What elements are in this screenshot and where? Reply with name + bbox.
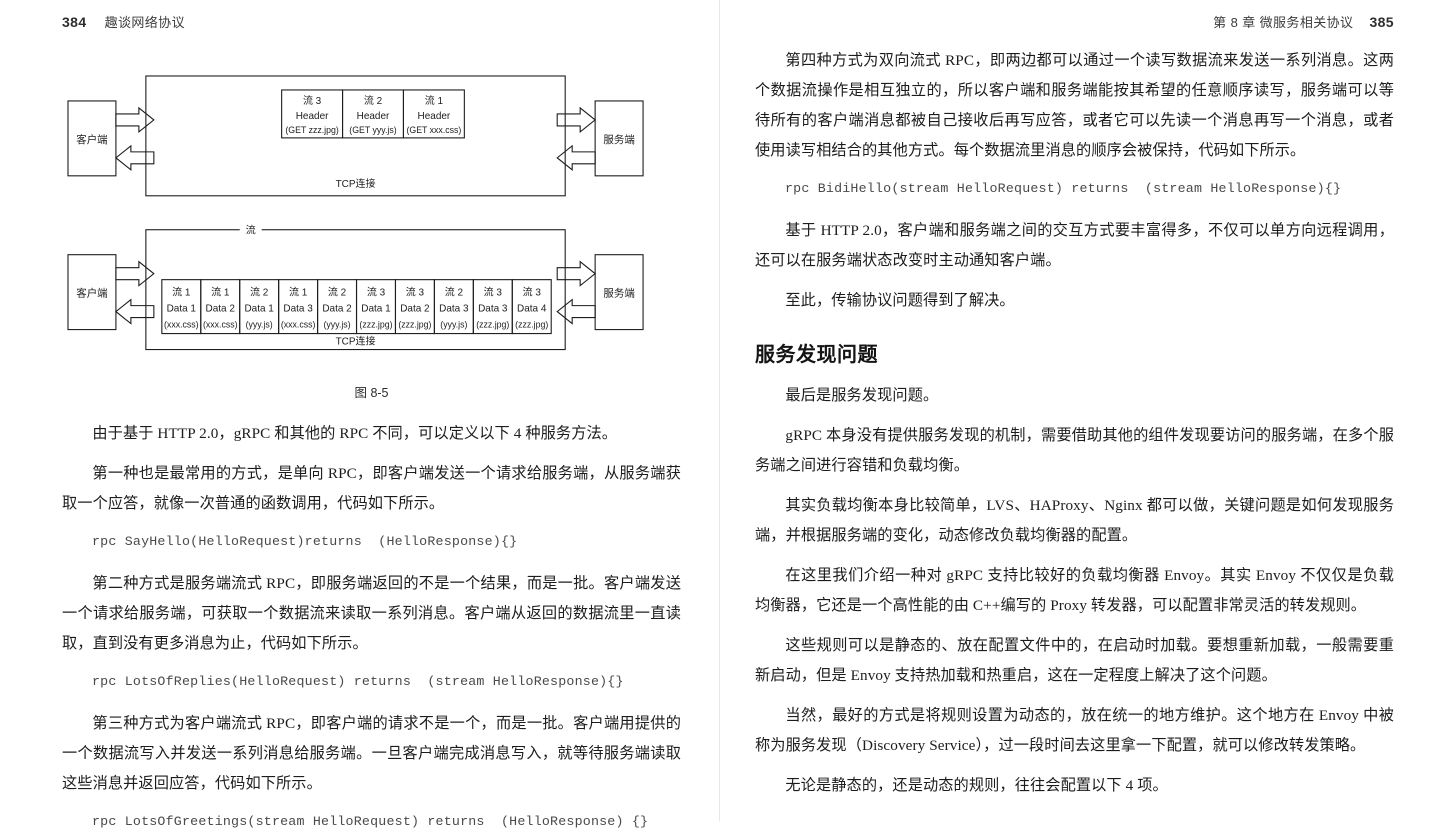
tcp-connection-box-top — [145, 75, 566, 197]
data-frame-8-resource: (zzz.jpg) — [476, 320, 509, 330]
code-lots-of-greetings: rpc LotsOfGreetings(stream HelloRequest)… — [92, 813, 649, 829]
header-frame-2 — [402, 89, 465, 139]
tcp-label-top: TCP连接 — [336, 177, 376, 190]
data-frame-3-kind: Data 3 — [283, 304, 313, 315]
data-frame-2-stream: 流 2 — [250, 286, 269, 299]
paragraph-static-rules: 这些规则可以是静态的、放在配置文件中的，在启动时加载。要想重新加载，一般需要重新… — [755, 637, 1394, 684]
data-frame-8-stream: 流 3 — [484, 286, 503, 299]
data-frame-0-resource: (xxx.css) — [164, 320, 199, 330]
arrow-client-to-conn-top — [115, 106, 155, 134]
paragraph-grpc-no-discovery: gRPC 本身没有提供服务发现的机制，需要借助其他的组件发现要访问的服务端，在多… — [755, 427, 1394, 474]
stream-label-bottom: 流 — [246, 224, 256, 237]
paragraph-transport-conclusion: 至此，传输协议问题得到了解决。 — [785, 292, 1015, 309]
data-frame-7-resource: (yyy.js) — [440, 320, 467, 330]
server-label-bottom: 服务端 — [603, 287, 635, 300]
arrow-server-to-conn-bottom — [556, 298, 596, 325]
chapter-title: 第 8 章 微服务相关协议 — [1213, 15, 1354, 30]
header-frame-1-stream: 流 2 — [364, 94, 383, 107]
paragraph-bidi-streaming-rpc: 第四种方式为双向流式 RPC，即两边都可以通过一个读写数据流来发送一系列消息。这… — [755, 52, 1394, 159]
data-frame-5-kind: Data 1 — [361, 304, 391, 315]
data-frame-9 — [511, 279, 552, 335]
paragraph-discovery-intro: 最后是服务发现问题。 — [785, 387, 939, 404]
arrow-conn-to-client-top — [115, 144, 155, 171]
paragraph-client-streaming-rpc: 第三种方式为客户端流式 RPC，即客户端的请求不是一个，而是一批。客户端用提供的… — [62, 714, 681, 792]
data-frame-3-stream: 流 1 — [289, 286, 308, 299]
header-frame-0-stream: 流 3 — [303, 94, 322, 107]
header-frame-1-kind: Header — [357, 111, 390, 122]
paragraph-load-balancing-simple: 其实负载均衡本身比较简单，LVS、HAProxy、Nginx 都可以做，关键问题… — [755, 497, 1394, 544]
paragraph-envoy-intro: 在这里我们介绍一种对 gRPC 支持比较好的负载均衡器 Envoy。其实 Env… — [755, 567, 1394, 614]
page-left: 384 趣谈网络协议 — [0, 0, 719, 829]
paragraph-server-streaming-rpc: 第二种方式是服务端流式 RPC，即服务端返回的不是一个结果，而是一批。客户端发送… — [62, 574, 681, 652]
data-frame-7-stream: 流 2 — [445, 286, 464, 299]
client-label-bottom: 客户端 — [76, 287, 108, 300]
paragraph-http2-interaction: 基于 HTTP 2.0，客户端和服务端之间的交互方式要丰富得多，不仅可以单方向远… — [755, 222, 1394, 269]
data-frame-9-stream: 流 3 — [523, 286, 542, 299]
code-say-hello: rpc SayHello(HelloRequest)returns (Hello… — [92, 533, 518, 549]
header-frame-2-resource: (GET xxx.css) — [406, 125, 461, 135]
data-frame-3-resource: (xxx.css) — [281, 320, 316, 330]
header-frame-1-resource: (GET yyy.js) — [349, 125, 396, 135]
data-frame-0-stream: 流 1 — [172, 286, 191, 299]
data-frame-6-kind: Data 2 — [400, 304, 430, 315]
data-frame-7-kind: Data 3 — [439, 304, 469, 315]
arrow-client-to-conn-bottom — [115, 260, 155, 287]
tcp-connection-box-bottom — [145, 229, 566, 351]
code-lots-of-replies: rpc LotsOfReplies(HelloRequest) returns … — [92, 673, 624, 689]
paragraph-dynamic-rules: 当然，最好的方式是将规则设置为动态的，放在统一的地方维护。这个地方在 Envoy… — [755, 707, 1394, 754]
header-frame-2-stream: 流 1 — [425, 94, 444, 107]
page-number-right: 385 — [1369, 14, 1394, 30]
paragraph-four-items: 无论是静态的，还是动态的规则，往往会配置以下 4 项。 — [785, 777, 1168, 794]
arrow-server-to-conn-top — [556, 144, 596, 171]
data-frame-4-stream: 流 2 — [328, 286, 347, 299]
data-frame-8-kind: Data 3 — [478, 304, 508, 315]
data-frame-6-resource: (zzz.jpg) — [398, 320, 431, 330]
header-frame-0-kind: Header — [296, 111, 329, 122]
data-frame-6-stream: 流 3 — [406, 286, 425, 299]
data-frame-9-resource: (zzz.jpg) — [515, 320, 548, 330]
data-frame-5-stream: 流 3 — [367, 286, 386, 299]
figure-8-5: 客户端 服务端 TCP连接 流 3 Header (GET zzz.jpg) 流… — [62, 68, 681, 401]
running-head-right: 第 8 章 微服务相关协议 385 — [755, 0, 1394, 46]
data-frame-1-stream: 流 1 — [211, 286, 230, 299]
header-frame-0-resource: (GET zzz.jpg) — [285, 125, 338, 135]
diagram-svg: 客户端 服务端 TCP连接 流 3 Header (GET zzz.jpg) 流… — [67, 75, 644, 351]
stream-label-backing — [239, 222, 262, 237]
client-box-bottom — [67, 254, 117, 331]
data-frame-1-resource: (xxx.css) — [203, 320, 238, 330]
arrow-conn-to-server-top — [556, 106, 597, 134]
code-bidi-hello: rpc BidiHello(stream HelloRequest) retur… — [785, 181, 1342, 196]
server-box-top — [594, 100, 644, 177]
page-gutter-divider — [719, 0, 720, 821]
figure-diagram: 客户端 服务端 TCP连接 流 3 Header (GET zzz.jpg) 流… — [62, 68, 681, 368]
paragraph-intro-methods: 由于基于 HTTP 2.0，gRPC 和其他的 RPC 不同，可以定义以下 4 … — [92, 424, 618, 442]
data-frame-1-kind: Data 2 — [206, 304, 236, 315]
data-frame-2-resource: (yyy.js) — [246, 320, 273, 330]
tcp-label-backing-bottom — [333, 334, 380, 348]
header-frame-2-kind: Header — [418, 111, 451, 122]
data-frame-4-kind: Data 2 — [322, 304, 352, 315]
data-frame-9-kind: Data 4 — [517, 304, 547, 315]
server-box-bottom — [594, 254, 644, 331]
data-frame-5-resource: (zzz.jpg) — [359, 320, 392, 330]
paragraph-unary-rpc: 第一种也是最常用的方式，是单向 RPC，即客户端发送一个请求给服务端，从服务端获… — [62, 464, 681, 512]
server-label-top: 服务端 — [603, 133, 635, 146]
page-number-left: 384 — [62, 14, 87, 30]
book-title: 趣谈网络协议 — [104, 15, 185, 30]
tcp-label-bottom: TCP连接 — [336, 335, 376, 348]
data-frame-4-resource: (yyy.js) — [324, 320, 351, 330]
client-box-top — [67, 100, 117, 177]
page-right: 第 8 章 微服务相关协议 385 第四种方式为双向流式 RPC，即两边都可以通… — [719, 0, 1438, 821]
arrow-conn-to-client-bottom — [115, 298, 155, 325]
arrow-conn-to-server-bottom — [556, 260, 597, 287]
client-label-top: 客户端 — [76, 133, 108, 146]
data-frame-0-kind: Data 1 — [167, 304, 197, 315]
figure-caption: 图 8-5 — [354, 385, 389, 400]
running-head-left: 384 趣谈网络协议 — [62, 0, 681, 46]
section-heading-service-discovery: 服务发现问题 — [755, 344, 878, 366]
data-frame-2-kind: Data 1 — [244, 304, 274, 315]
